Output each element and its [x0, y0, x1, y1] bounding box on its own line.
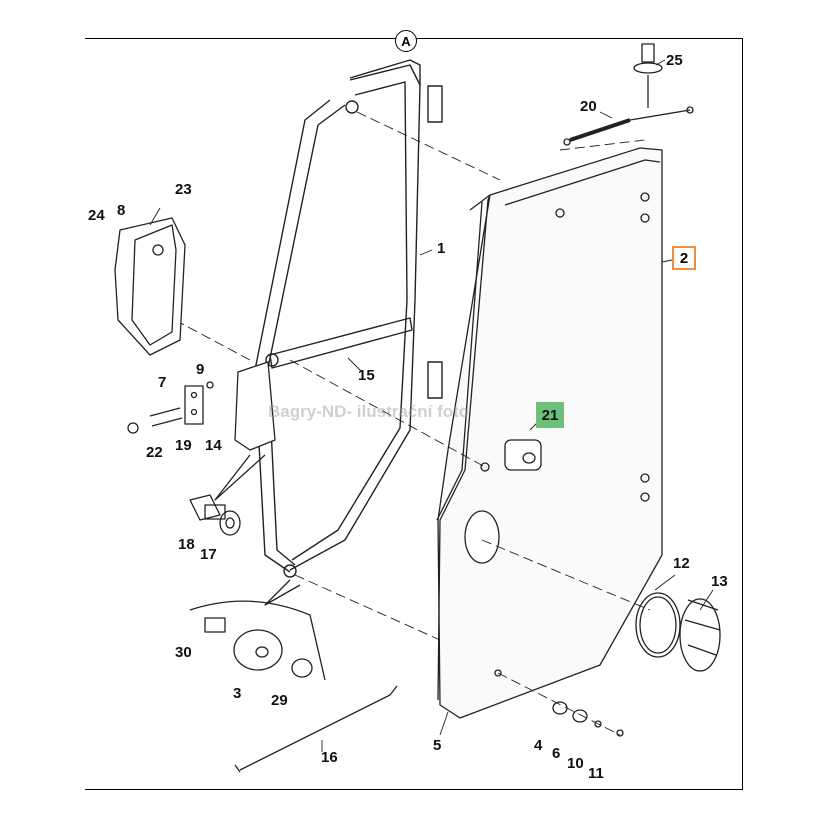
- door-latch: [504, 439, 542, 471]
- callout-9[interactable]: 9: [196, 361, 205, 378]
- actuator-rod: [234, 685, 398, 773]
- pin-and-washer: [189, 494, 241, 536]
- lower-pivot-parts: [189, 579, 326, 681]
- callout-14[interactable]: 14: [205, 437, 222, 454]
- hinge-cover: [114, 217, 186, 356]
- gas-strut: [563, 106, 694, 146]
- door-frame-tube: [254, 59, 443, 578]
- door-fasteners: [552, 701, 624, 737]
- small-screws: [127, 381, 214, 434]
- callout-21-highlighted[interactable]: 21: [536, 402, 564, 428]
- callout-20[interactable]: 20: [580, 98, 597, 115]
- callout-7[interactable]: 7: [158, 374, 167, 391]
- callout-16[interactable]: 16: [321, 749, 338, 766]
- callout-18[interactable]: 18: [178, 536, 195, 553]
- callout-30[interactable]: 30: [175, 644, 192, 661]
- callout-22[interactable]: 22: [146, 444, 163, 461]
- callout-13[interactable]: 13: [711, 573, 728, 590]
- callout-4[interactable]: 4: [534, 737, 543, 754]
- callout-23[interactable]: 23: [175, 181, 192, 198]
- callout-6[interactable]: 6: [552, 745, 561, 762]
- callout-2-selected[interactable]: 2: [672, 246, 696, 270]
- watermark: Bagry-ND- ilustrační foto: [268, 402, 470, 421]
- callout-8[interactable]: 8: [117, 202, 126, 219]
- callout-3[interactable]: 3: [233, 685, 242, 702]
- door-glass-panel: [436, 147, 663, 719]
- callout-12[interactable]: 12: [673, 555, 690, 572]
- view-marker: A: [395, 30, 417, 52]
- ball-stud: [633, 43, 663, 108]
- callout-24[interactable]: 24: [88, 207, 105, 224]
- hinge-bracket: [184, 361, 276, 501]
- callout-15[interactable]: 15: [358, 367, 375, 384]
- callout-29[interactable]: 29: [271, 692, 288, 709]
- callout-10[interactable]: 10: [567, 755, 584, 772]
- callout-25[interactable]: 25: [666, 52, 683, 69]
- callout-1[interactable]: 1: [437, 240, 446, 257]
- callout-17[interactable]: 17: [200, 546, 217, 563]
- handle-assembly: [635, 592, 721, 672]
- callout-11[interactable]: 11: [588, 765, 604, 782]
- callout-19[interactable]: 19: [175, 437, 192, 454]
- callout-5[interactable]: 5: [433, 737, 442, 754]
